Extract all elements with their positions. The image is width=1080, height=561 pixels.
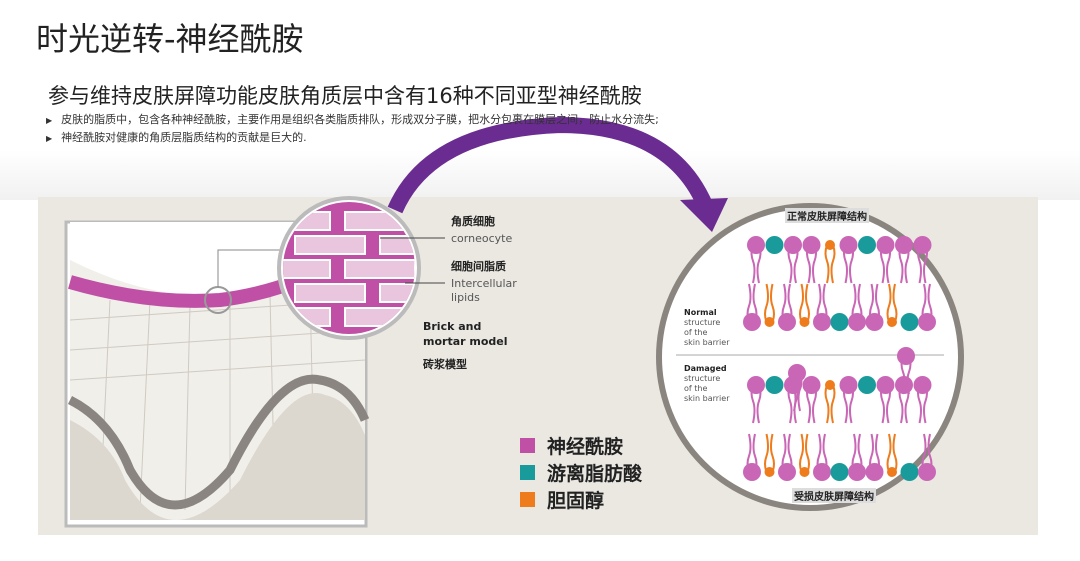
ceramide-molecule: [778, 313, 796, 331]
legend-ceramide: 神经酰胺: [520, 432, 623, 459]
fatty-acid-molecule: [858, 376, 876, 394]
ceramide-molecule: [865, 313, 884, 331]
ceramide-molecule: [876, 236, 895, 254]
cholesterol-molecule: [764, 467, 775, 477]
lipids-label-en2: lipids: [451, 291, 480, 304]
fatty-acid-molecule: [900, 463, 919, 481]
lipid-tail: [799, 433, 810, 473]
ceramide-molecule: [848, 463, 866, 481]
ceramide-molecule: [743, 463, 761, 481]
ceramide-molecule: [918, 463, 936, 481]
lipid-tail: [764, 433, 775, 473]
arrow-icon: [387, 116, 713, 214]
fatty-acid-molecule: [858, 236, 876, 254]
cholesterol-molecule: [887, 317, 897, 327]
ceramide-molecule: [918, 313, 936, 331]
model-label-en1: Brick and: [423, 320, 482, 333]
ceramide-molecule: [876, 376, 895, 394]
cholesterol-molecule: [799, 467, 810, 477]
cholesterol-molecule: [825, 380, 835, 390]
damaged-title: 受损皮肤屏障结构: [792, 488, 876, 503]
legend-cholesterol: 胆固醇: [520, 486, 604, 513]
lipid-tail: [886, 433, 898, 473]
ceramide-molecule: [778, 463, 796, 481]
bullet-icon: ▶: [46, 116, 53, 125]
ceramide-molecule: [897, 347, 915, 365]
lipid-tail: [824, 244, 836, 284]
ceramide-molecule: [788, 364, 806, 382]
bullet-text: 神经酰胺对健康的角质层脂质结构的贡献是巨大的.: [61, 131, 307, 144]
lipid-tail: [764, 283, 775, 323]
bullet-text: 皮肤的脂质中，包含各种神经酰胺，主要作用是组织各类脂质排队，形成双分子膜，把水分…: [61, 113, 659, 126]
bullet-item: ▶ 皮肤的脂质中，包含各种神经酰胺，主要作用是组织各类脂质排队，形成双分子膜，把水…: [46, 111, 659, 127]
fatty-acid-molecule: [830, 313, 849, 331]
ceramide-molecule: [839, 376, 858, 394]
fatty-acid-molecule: [900, 313, 919, 331]
model-label-en2: mortar model: [423, 335, 508, 348]
ceramide-molecule: [839, 236, 858, 254]
ceramide-molecule: [747, 236, 765, 254]
bullet-icon: ▶: [46, 134, 53, 143]
corneocyte-label-cn: 角质细胞: [451, 215, 495, 228]
cholesterol-molecule: [887, 467, 897, 477]
lipids-label-cn: 细胞间脂质: [451, 260, 506, 273]
lipid-tail: [799, 283, 810, 323]
ceramide-molecule: [743, 313, 761, 331]
basement-membrane: [67, 374, 370, 510]
cholesterol-molecule: [825, 240, 835, 250]
slide-title: 时光逆转-神经酰胺: [36, 20, 304, 58]
legend-swatch: [520, 492, 535, 507]
ceramide-molecule: [802, 376, 821, 394]
ceramide-molecule: [865, 463, 884, 481]
ceramide-molecule: [913, 376, 932, 394]
barrier-circle: [656, 203, 964, 511]
lipid-tail: [824, 384, 836, 424]
ceramide-molecule: [802, 236, 821, 254]
ceramide-molecule: [813, 463, 831, 481]
ceramide-molecule: [813, 313, 831, 331]
ceramide-molecule: [784, 236, 802, 254]
normal-title: 正常皮肤屏障结构: [785, 208, 869, 223]
cholesterol-molecule: [799, 317, 810, 327]
legend-swatch: [520, 438, 535, 453]
ceramide-molecule: [747, 376, 765, 394]
brick-mortar: [283, 202, 415, 334]
cholesterol-molecule: [764, 317, 775, 327]
lipid-molecules: [743, 236, 936, 481]
bullet-item: ▶ 神经酰胺对健康的角质层脂质结构的贡献是巨大的.: [46, 129, 307, 145]
legend-swatch: [520, 465, 535, 480]
slide-subtitle: 参与维持皮肤屏障功能皮肤角质层中含有16种不同亚型神经酰胺: [48, 84, 642, 108]
ceramide-molecule: [848, 313, 866, 331]
lipid-tail: [886, 283, 898, 323]
model-label-cn: 砖浆模型: [423, 358, 467, 371]
ceramide-molecule: [913, 236, 932, 254]
ceramide-molecule: [895, 236, 913, 254]
fatty-acid-molecule: [765, 236, 784, 254]
lipids-label-en1: Intercellular: [451, 277, 517, 290]
fatty-acid-molecule: [765, 376, 784, 394]
legend-fatty-acid: 游离脂肪酸: [520, 459, 642, 486]
fatty-acid-molecule: [830, 463, 849, 481]
corneocyte-label-en: corneocyte: [451, 232, 513, 245]
